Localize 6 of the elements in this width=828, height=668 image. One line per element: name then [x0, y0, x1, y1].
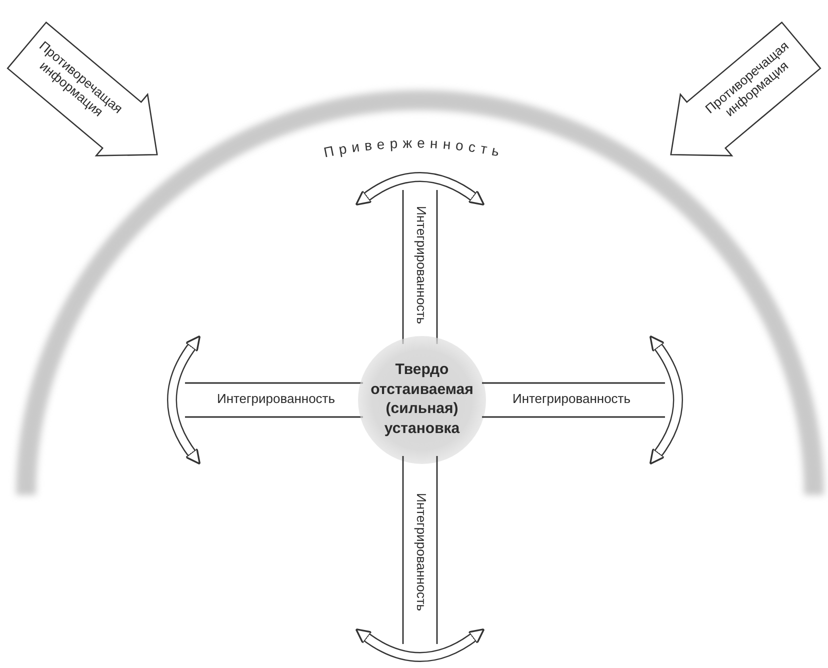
arm-label: Интегрированность [413, 492, 428, 614]
arm-label: Интегрированность [511, 392, 632, 407]
arm-label: Интегрированность [216, 392, 336, 407]
arc-label: Приверженность [322, 134, 506, 160]
attitude-label: Твердо отстаиваемая (сильная) установка [370, 360, 474, 438]
arm-label: Интегрированность [413, 204, 428, 326]
